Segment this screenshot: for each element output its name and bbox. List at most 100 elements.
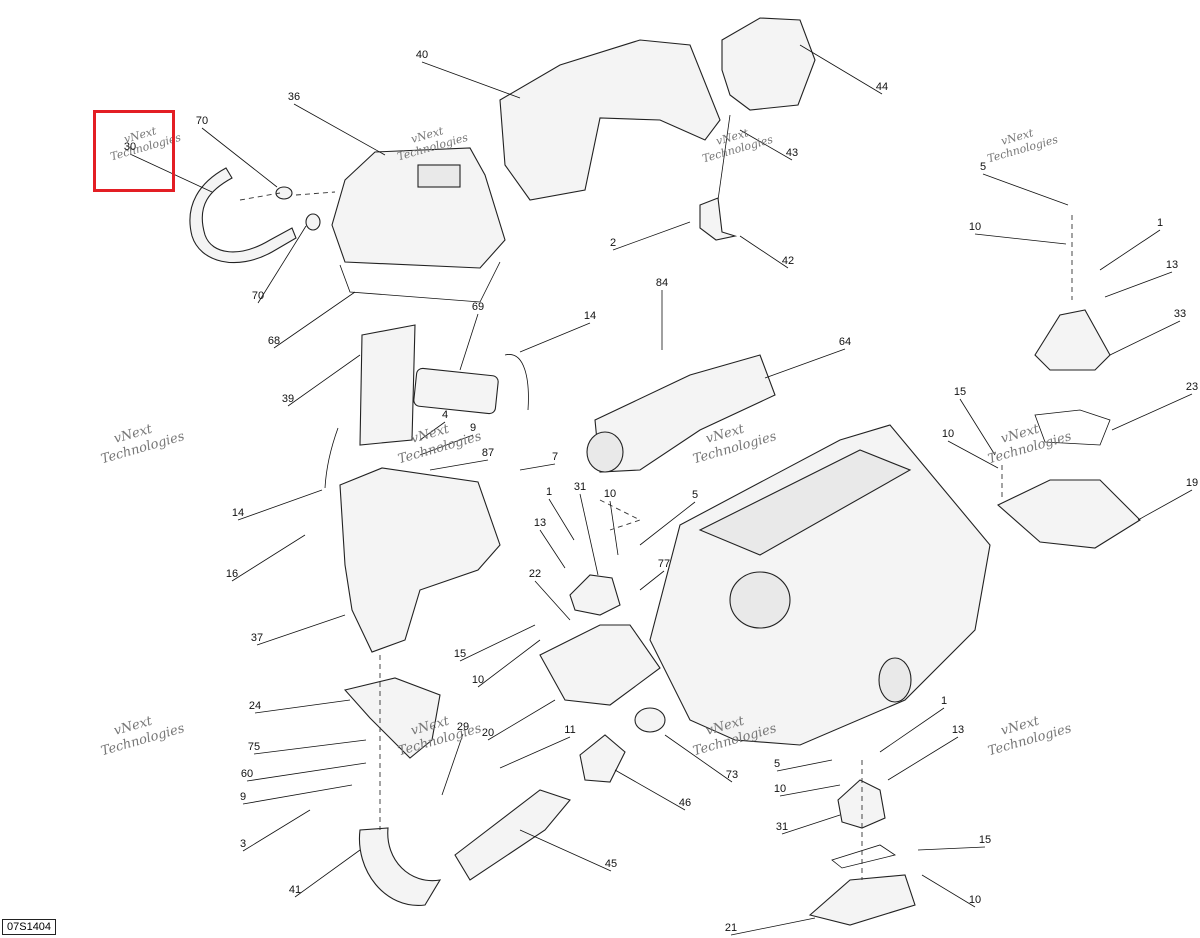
leader-lines <box>129 44 1193 936</box>
callout-label: 33 <box>1174 308 1186 320</box>
callout-label: 70 <box>196 115 208 127</box>
callout-label: 13 <box>952 724 964 736</box>
leader-line <box>201 127 278 188</box>
callout-label: 15 <box>954 386 966 398</box>
leader-line <box>242 784 353 805</box>
leader-line <box>764 348 846 379</box>
callout-label: 5 <box>774 758 780 770</box>
part-engine-filter <box>878 657 912 703</box>
part-hose-14-left <box>324 427 339 489</box>
leader-line <box>519 463 556 471</box>
leader-line <box>1104 271 1173 298</box>
callout-label: 1 <box>941 695 947 707</box>
leader-line <box>1111 393 1193 431</box>
callout-label: 10 <box>774 783 786 795</box>
part-duct-39 <box>359 324 416 446</box>
part-plate-23 <box>1034 409 1111 446</box>
part-mount-33 <box>1034 309 1111 371</box>
leader-line <box>287 354 361 407</box>
callout-label: 44 <box>876 81 888 93</box>
callout-label: 42 <box>782 255 794 267</box>
leader-line <box>730 917 816 936</box>
callout-label: 68 <box>268 335 280 347</box>
callout-label: 10 <box>604 488 616 500</box>
callout-label: 29 <box>457 721 469 733</box>
part-cover-40 <box>499 39 721 201</box>
leader-line <box>429 459 489 471</box>
part-bracket-20 <box>539 624 661 706</box>
callout-label: 73 <box>726 769 738 781</box>
part-clamp-73 <box>634 707 666 733</box>
leader-line <box>548 498 575 541</box>
assembly-line-1 <box>239 192 281 201</box>
callout-label: 21 <box>725 922 737 934</box>
callout-label: 20 <box>482 727 494 739</box>
callout-label: 64 <box>839 336 851 348</box>
callout-label: 75 <box>248 741 260 753</box>
part-throttle-64 <box>586 431 624 473</box>
leader-line <box>129 153 213 193</box>
callout-label: 40 <box>416 49 428 61</box>
callout-label: 7 <box>552 451 558 463</box>
part-seal-68 <box>339 261 501 303</box>
callout-label: 84 <box>656 277 668 289</box>
leader-line <box>1109 320 1181 356</box>
callout-label: 70 <box>252 290 264 302</box>
leader-line <box>739 235 789 269</box>
leader-line <box>421 61 521 99</box>
leader-line <box>441 733 464 796</box>
callout-label: 3 <box>240 838 246 850</box>
leader-line <box>739 129 793 161</box>
leader-line <box>419 421 446 441</box>
part-hose-41 <box>358 827 442 906</box>
callout-label: 14 <box>232 507 244 519</box>
leader-line <box>459 624 536 662</box>
leader-line <box>781 814 841 835</box>
callout-label: 45 <box>605 858 617 870</box>
callout-label: 5 <box>980 161 986 173</box>
leader-line <box>614 769 686 811</box>
callout-label: 10 <box>969 894 981 906</box>
leader-line <box>539 529 566 569</box>
callout-label: 13 <box>1166 259 1178 271</box>
watermark-5: vNext Technologies <box>99 422 186 468</box>
callout-label: 77 <box>658 558 670 570</box>
callout-label: 36 <box>288 91 300 103</box>
callout-label: 23 <box>1186 381 1198 393</box>
leader-line <box>776 759 833 772</box>
part-bracket-42 <box>699 197 738 241</box>
leader-line <box>293 103 386 156</box>
leader-line <box>639 570 665 591</box>
callout-label: 24 <box>249 700 261 712</box>
callout-label: 30 <box>124 141 136 153</box>
callout-label: 31 <box>776 821 788 833</box>
leader-line <box>253 739 367 755</box>
selected-part-highlight <box>93 110 175 192</box>
leader-line <box>419 434 474 456</box>
watermark-9: vNext Technologies <box>99 714 186 760</box>
callout-label: 4 <box>442 409 448 421</box>
leader-line <box>237 489 323 521</box>
callout-label: 10 <box>969 221 981 233</box>
callout-label: 16 <box>226 568 238 580</box>
part-engine-head <box>698 449 912 556</box>
leader-line <box>579 493 599 576</box>
part-plate-upper <box>831 844 896 869</box>
part-coupler-46 <box>579 734 626 783</box>
callout-label: 9 <box>240 791 246 803</box>
leader-line <box>921 874 976 908</box>
leader-line <box>256 614 346 646</box>
callout-label: 69 <box>472 301 484 313</box>
part-mount-31-bottom <box>837 779 886 829</box>
callout-label: 1 <box>546 486 552 498</box>
part-airbox-cover-36 <box>331 147 506 269</box>
leader-line <box>917 846 986 851</box>
part-hose-30 <box>189 167 297 264</box>
leader-line <box>887 736 959 781</box>
part-44 <box>721 17 816 111</box>
leader-line <box>294 849 361 898</box>
part-mount-31-mid <box>569 574 621 616</box>
callout-label: 46 <box>679 797 691 809</box>
part-24 <box>343 677 441 759</box>
callout-label: 41 <box>289 884 301 896</box>
